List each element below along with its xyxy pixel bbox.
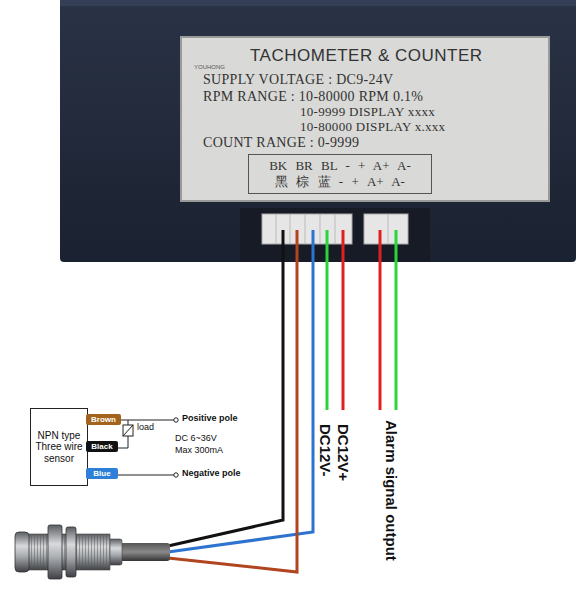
connector-block (262, 214, 352, 244)
spec-line: COUNT RANGE : 0-9999 (203, 135, 359, 151)
signal-name: DC12V- (317, 424, 334, 477)
housing-edge (60, 0, 576, 6)
signal-name: Alarm signal output (383, 420, 400, 561)
spec-line: 10-9999 DISPLAY xxxx (300, 105, 435, 120)
signal-name: DC12V+ (335, 424, 352, 481)
wire-color: Black (91, 442, 113, 451)
proximity-sensor (15, 525, 170, 579)
wire-color: Blue (91, 469, 113, 478)
rating-label: DC 6~36V (175, 434, 217, 444)
terminal-table: BK BR BL - + A+ A-黑 棕 蓝 - + A+ A- (248, 154, 432, 194)
pole-label: Positive pole (182, 414, 238, 424)
sensor-name: NPN type Three wire sensor (34, 430, 84, 465)
connector-slots (276, 214, 388, 244)
connector-block (364, 214, 408, 244)
plate-border (180, 36, 550, 202)
terminal-names: 黑 棕 蓝 - + A+ A- (275, 175, 405, 190)
wire-color: Brown (91, 415, 116, 424)
terminal-dot (174, 473, 178, 477)
wire-tag: Black (86, 441, 118, 452)
spec-line: RPM RANGE : 10-80000 RPM 0.1% (203, 89, 423, 105)
wire-tag: Blue (86, 468, 118, 479)
connector-recess (240, 208, 430, 262)
label-plate: YOUHONG TACHOMETER & COUNTER SUPPLY VOLTAG… (182, 38, 548, 200)
wire-tag: Brown (86, 414, 121, 425)
rating-label: Max 300mA (175, 446, 223, 456)
terminal-names: BK BR BL - + A+ A- (269, 159, 411, 174)
spec-line: 10-80000 DISPLAY x.xxx (300, 120, 445, 135)
sensor-box: NPN type Three wire sensor (30, 408, 88, 486)
wires (168, 230, 396, 572)
device-title: TACHOMETER & COUNTER (250, 46, 483, 66)
brand-name: YOUHONG (194, 64, 225, 71)
pole-label: Negative pole (182, 469, 241, 479)
spec-line: SUPPLY VOLTAGE : DC9-24V (203, 72, 393, 88)
device-housing (60, 0, 576, 262)
load-label: load (137, 423, 154, 433)
terminal-dot (174, 418, 178, 422)
